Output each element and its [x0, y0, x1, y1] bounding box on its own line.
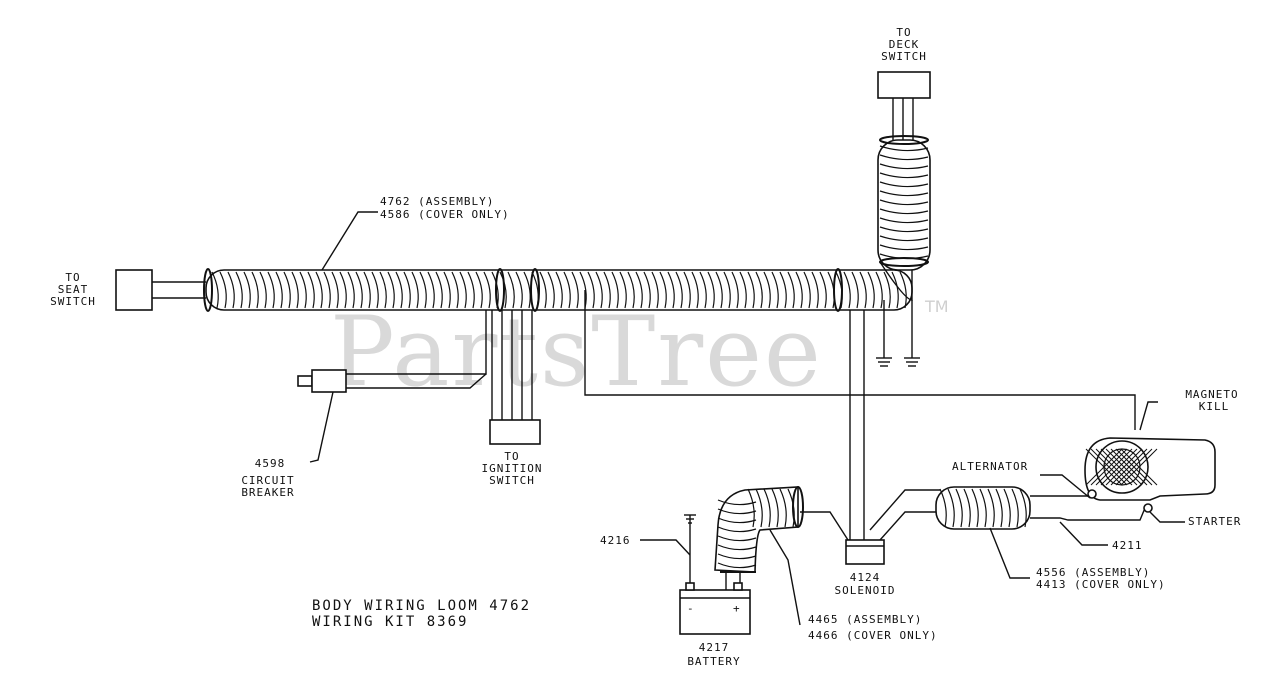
deck-switch-connector — [877, 71, 931, 99]
breaker-leader — [309, 391, 334, 463]
svg-text:KILL: KILL — [1199, 400, 1230, 413]
circuit-breaker — [297, 369, 347, 393]
watermark: PartsTree — [330, 296, 823, 408]
svg-text:4217: 4217 — [699, 641, 730, 654]
label-loom-parts: 4762 (ASSEMBLY) 4586 (COVER ONLY) — [380, 195, 510, 221]
label-seat-switch: TO SEAT SWITCH — [50, 271, 96, 308]
svg-text:CIRCUIT: CIRCUIT — [241, 474, 294, 487]
label-4465: 4465 (ASSEMBLY) 4466 (COVER ONLY) — [808, 613, 938, 642]
svg-text:4413 (COVER ONLY): 4413 (COVER ONLY) — [1036, 578, 1166, 591]
svg-text:SOLENOID: SOLENOID — [835, 584, 896, 597]
leader-lines — [321, 211, 1185, 626]
svg-text:4762 (ASSEMBLY): 4762 (ASSEMBLY) — [380, 195, 494, 208]
svg-text:BODY WIRING LOOM 4762: BODY WIRING LOOM 4762 — [312, 598, 531, 614]
battery: - + — [679, 514, 751, 635]
svg-text:TO: TO — [896, 26, 911, 39]
label-alternator: ALTERNATOR — [952, 460, 1028, 473]
label-deck-switch: TO DECK SWITCH — [881, 26, 927, 63]
label-solenoid: 4124 SOLENOID — [835, 571, 896, 597]
label-starter: STARTER — [1188, 515, 1241, 528]
svg-text:DECK: DECK — [889, 38, 920, 51]
svg-text:SEAT: SEAT — [58, 283, 89, 296]
label-battery: 4217 BATTERY — [687, 641, 740, 668]
svg-text:SWITCH: SWITCH — [489, 474, 535, 487]
svg-text:BATTERY: BATTERY — [687, 655, 740, 668]
label-4216: 4216 — [600, 534, 631, 547]
svg-text:IGNITION: IGNITION — [482, 462, 543, 475]
deck-switch-loom — [877, 98, 931, 301]
solenoid-wires — [800, 310, 940, 541]
svg-text:SWITCH: SWITCH — [881, 50, 927, 63]
ground-wires — [876, 300, 920, 367]
svg-text:4124: 4124 — [850, 571, 881, 584]
engine-magneto — [1084, 437, 1216, 513]
battery-loom — [714, 486, 804, 590]
ignition-switch-connector — [489, 419, 541, 445]
svg-text:TO: TO — [65, 271, 80, 284]
diagram-title: BODY WIRING LOOM 4762 WIRING KIT 8369 — [312, 598, 531, 630]
seat-switch-connector — [115, 269, 206, 311]
label-magneto-kill: MAGNETO KILL — [1185, 388, 1238, 413]
alternator-loom — [935, 486, 1146, 530]
svg-text:SWITCH: SWITCH — [50, 295, 96, 308]
magneto-kill-wire — [584, 290, 1136, 430]
svg-text:TO: TO — [504, 450, 519, 463]
label-4556: 4556 (ASSEMBLY) 4413 (COVER ONLY) — [1036, 566, 1166, 591]
svg-text:MAGNETO: MAGNETO — [1185, 388, 1238, 401]
svg-text:4556 (ASSEMBLY): 4556 (ASSEMBLY) — [1036, 566, 1150, 579]
watermark-tm: TM — [924, 297, 949, 316]
ignition-wires — [346, 310, 533, 420]
svg-text:WIRING KIT 8369: WIRING KIT 8369 — [312, 614, 468, 630]
svg-text:4465 (ASSEMBLY): 4465 (ASSEMBLY) — [808, 613, 922, 626]
label-4211: 4211 — [1112, 539, 1143, 552]
svg-text:4598: 4598 — [255, 457, 286, 470]
label-ignition-switch: TO IGNITION SWITCH — [482, 450, 543, 487]
label-circuit-breaker: 4598 CIRCUIT BREAKER — [241, 457, 294, 499]
main-wiring-loom — [203, 268, 913, 312]
svg-text:+: + — [733, 602, 740, 615]
solenoid — [845, 539, 885, 565]
svg-text:BREAKER: BREAKER — [241, 486, 294, 499]
svg-text:4586 (COVER ONLY): 4586 (COVER ONLY) — [380, 208, 510, 221]
svg-text:4466 (COVER ONLY): 4466 (COVER ONLY) — [808, 629, 938, 642]
svg-text:-: - — [687, 602, 694, 615]
